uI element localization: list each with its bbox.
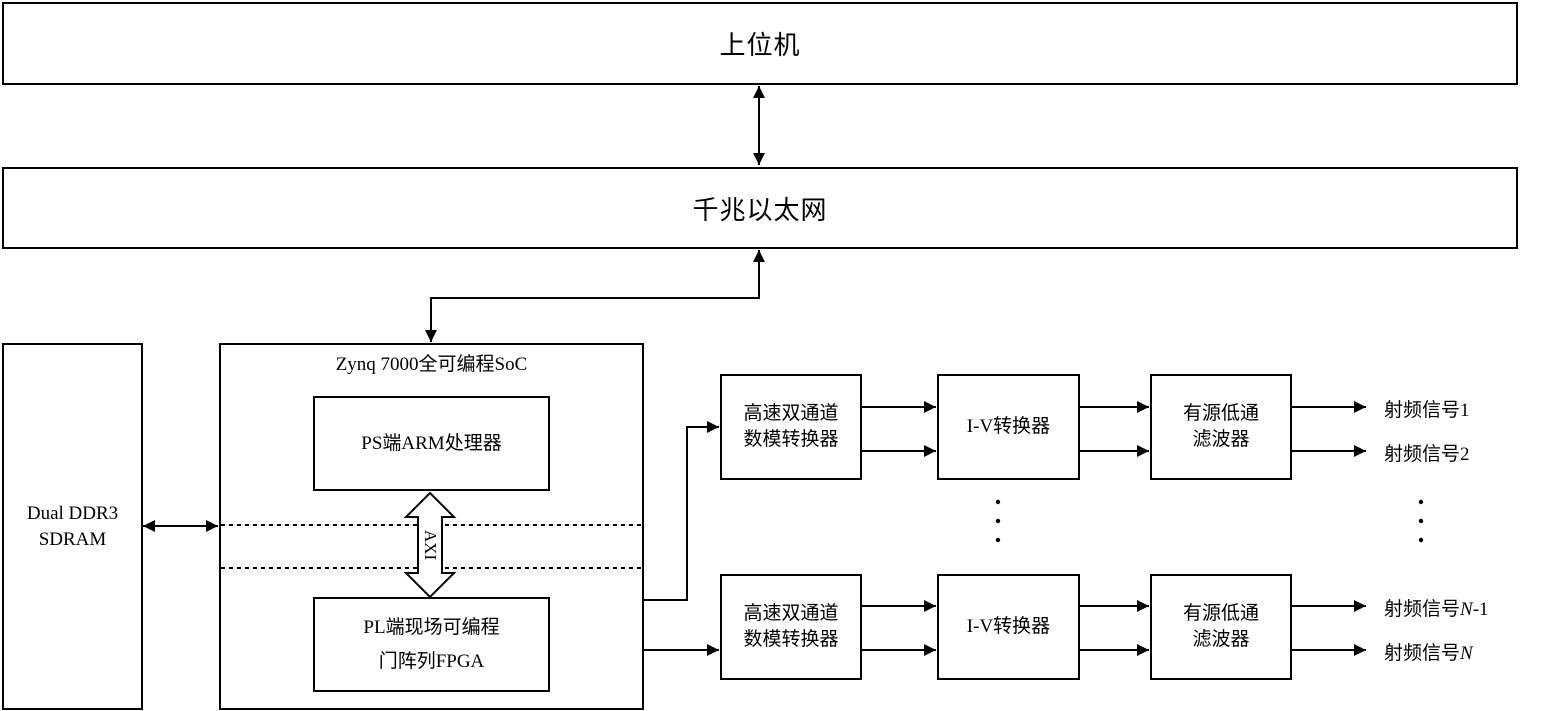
iv-converter-box-1: I-V转换器 <box>937 374 1080 480</box>
soc-dac1-arrow <box>644 421 719 601</box>
output-signal-2: 射频信号2 <box>1384 444 1470 465</box>
lpf1-line2: 滤波器 <box>1192 429 1250 450</box>
lpf2-line1: 有源低通 <box>1182 603 1259 624</box>
pl-label-line1: PL端现场可编程 <box>363 616 500 638</box>
dac1-line1: 高速双通道 <box>743 403 839 424</box>
iv1-label: I-V转换器 <box>966 416 1051 437</box>
dac-box-1: 高速双通道 数模转换器 <box>720 374 862 480</box>
pl-label-line2: 门阵列FPGA <box>378 650 485 672</box>
output-signal-1: 射频信号1 <box>1384 400 1470 421</box>
output-signal-n: 射频信号N <box>1384 643 1473 664</box>
dac1-line2: 数模转换器 <box>743 429 839 450</box>
soc-box <box>219 343 644 710</box>
lpf2-line2: 滤波器 <box>1192 629 1250 650</box>
ps-label: PS端ARM处理器 <box>361 432 502 454</box>
dac2-line1: 高速双通道 <box>743 603 839 624</box>
dac-box-2: 高速双通道 数模转换器 <box>720 574 862 680</box>
ddr-label-line1: Dual DDR3 <box>26 502 119 524</box>
iv2-label: I-V转换器 <box>966 616 1051 637</box>
soc-title: Zynq 7000全可编程SoC <box>335 354 528 375</box>
host-label: 上位机 <box>719 31 801 60</box>
ddr-box: Dual DDR3 SDRAM <box>2 343 143 710</box>
lowpass-filter-box-2: 有源低通 滤波器 <box>1150 574 1292 680</box>
output-signal-n-minus-1: 射频信号N-1 <box>1384 599 1489 620</box>
lowpass-filter-box-1: 有源低通 滤波器 <box>1150 374 1292 480</box>
host-computer-box: 上位机 <box>2 2 1518 85</box>
ethernet-label: 千兆以太网 <box>692 195 828 225</box>
dac2-line2: 数模转换器 <box>743 629 839 650</box>
lpf1-line1: 有源低通 <box>1182 403 1259 424</box>
iv-converter-box-2: I-V转换器 <box>937 574 1080 680</box>
ellipsis-dots <box>995 499 1424 543</box>
axi-label: AXI <box>421 529 440 561</box>
pl-fpga-box: PL端现场可编程 门阵列FPGA <box>313 597 550 692</box>
ethernet-soc-arrow <box>425 250 765 342</box>
ethernet-box: 千兆以太网 <box>2 167 1518 249</box>
ddr-label-line2: SDRAM <box>38 528 107 550</box>
ps-arm-box: PS端ARM处理器 <box>313 396 550 491</box>
